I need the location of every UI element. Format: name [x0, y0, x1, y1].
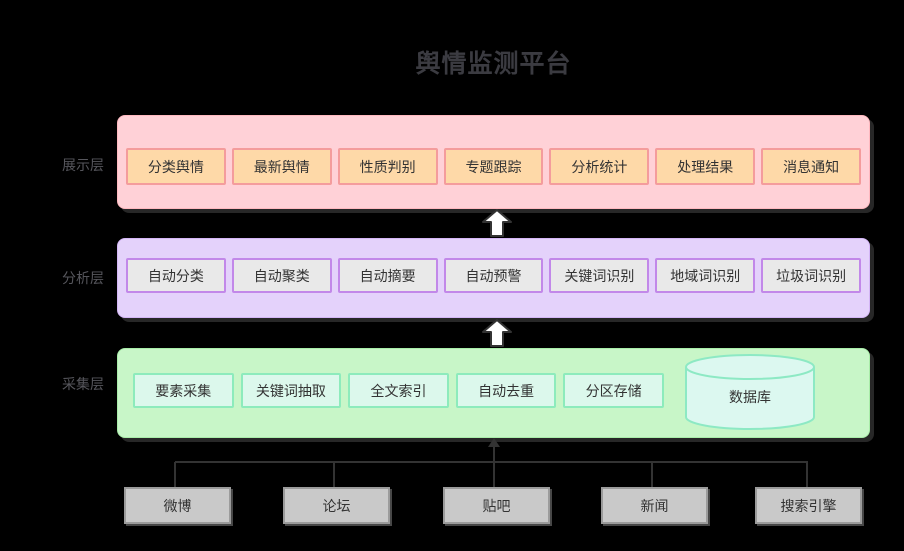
- display-node: 处理结果: [655, 148, 756, 185]
- layer-label-display: 展示层: [62, 157, 104, 173]
- connector-stub: [333, 462, 335, 487]
- up-block-arrow: [482, 319, 512, 347]
- database-label: 数据库: [729, 389, 771, 405]
- analysis-node: 自动摘要: [337, 258, 438, 293]
- display-node: 分析统计: [549, 148, 650, 185]
- display-node: 分类舆情: [126, 148, 226, 185]
- layer-label-analysis: 分析层: [62, 270, 104, 286]
- display-layer-container: 分类舆情 最新舆情 性质判别 专题跟踪 分析统计 处理结果 消息通知: [117, 115, 870, 209]
- page-title: 舆情监测平台: [415, 50, 572, 78]
- analysis-node: 自动分类: [126, 258, 226, 293]
- connector-stub: [493, 462, 495, 487]
- analysis-node: 垃圾词识别: [761, 258, 862, 293]
- analysis-layer-container: 自动分类 自动聚类 自动摘要 自动预警 关键词识别 地域词识别 垃圾词识别: [117, 238, 870, 318]
- database-cylinder: 数据库: [684, 353, 816, 433]
- source-node: 搜索引擎: [755, 487, 862, 524]
- connector-horizontal-line: [175, 461, 808, 463]
- layer-label-collection: 采集层: [62, 376, 104, 392]
- collection-node: 分区存储: [563, 373, 664, 408]
- analysis-node: 自动预警: [443, 258, 544, 293]
- collection-node: 要素采集: [133, 373, 234, 408]
- source-node: 新闻: [601, 487, 708, 524]
- analysis-node-row: 自动分类 自动聚类 自动摘要 自动预警 关键词识别 地域词识别 垃圾词识别: [126, 258, 862, 293]
- collection-layer-container: 要素采集 关键词抽取 全文索引 自动去重 分区存储 数据库: [117, 348, 870, 438]
- connector-stub: [174, 462, 176, 487]
- collection-node: 自动去重: [455, 373, 557, 408]
- display-node: 性质判别: [337, 148, 438, 185]
- display-node: 专题跟踪: [443, 148, 544, 185]
- connector-stub: [806, 462, 808, 487]
- display-node-row: 分类舆情 最新舆情 性质判别 专题跟踪 分析统计 处理结果 消息通知: [126, 148, 862, 185]
- source-node: 贴吧: [443, 487, 550, 524]
- analysis-node: 自动聚类: [231, 258, 332, 293]
- source-node: 论坛: [283, 487, 390, 524]
- source-node: 微博: [124, 487, 231, 524]
- collection-node: 全文索引: [348, 373, 449, 408]
- display-node: 最新舆情: [231, 148, 332, 185]
- cylinder-shape: [685, 354, 815, 430]
- collection-node: 关键词抽取: [240, 373, 342, 408]
- connector-arrowhead: [488, 438, 500, 447]
- connector-up-line: [493, 446, 495, 462]
- up-block-arrow: [482, 209, 512, 237]
- analysis-node: 关键词识别: [549, 258, 650, 293]
- display-node: 消息通知: [761, 148, 862, 185]
- connector-stub: [651, 462, 653, 487]
- analysis-node: 地域词识别: [655, 258, 756, 293]
- collection-node-row: 要素采集 关键词抽取 全文索引 自动去重 分区存储: [133, 373, 664, 408]
